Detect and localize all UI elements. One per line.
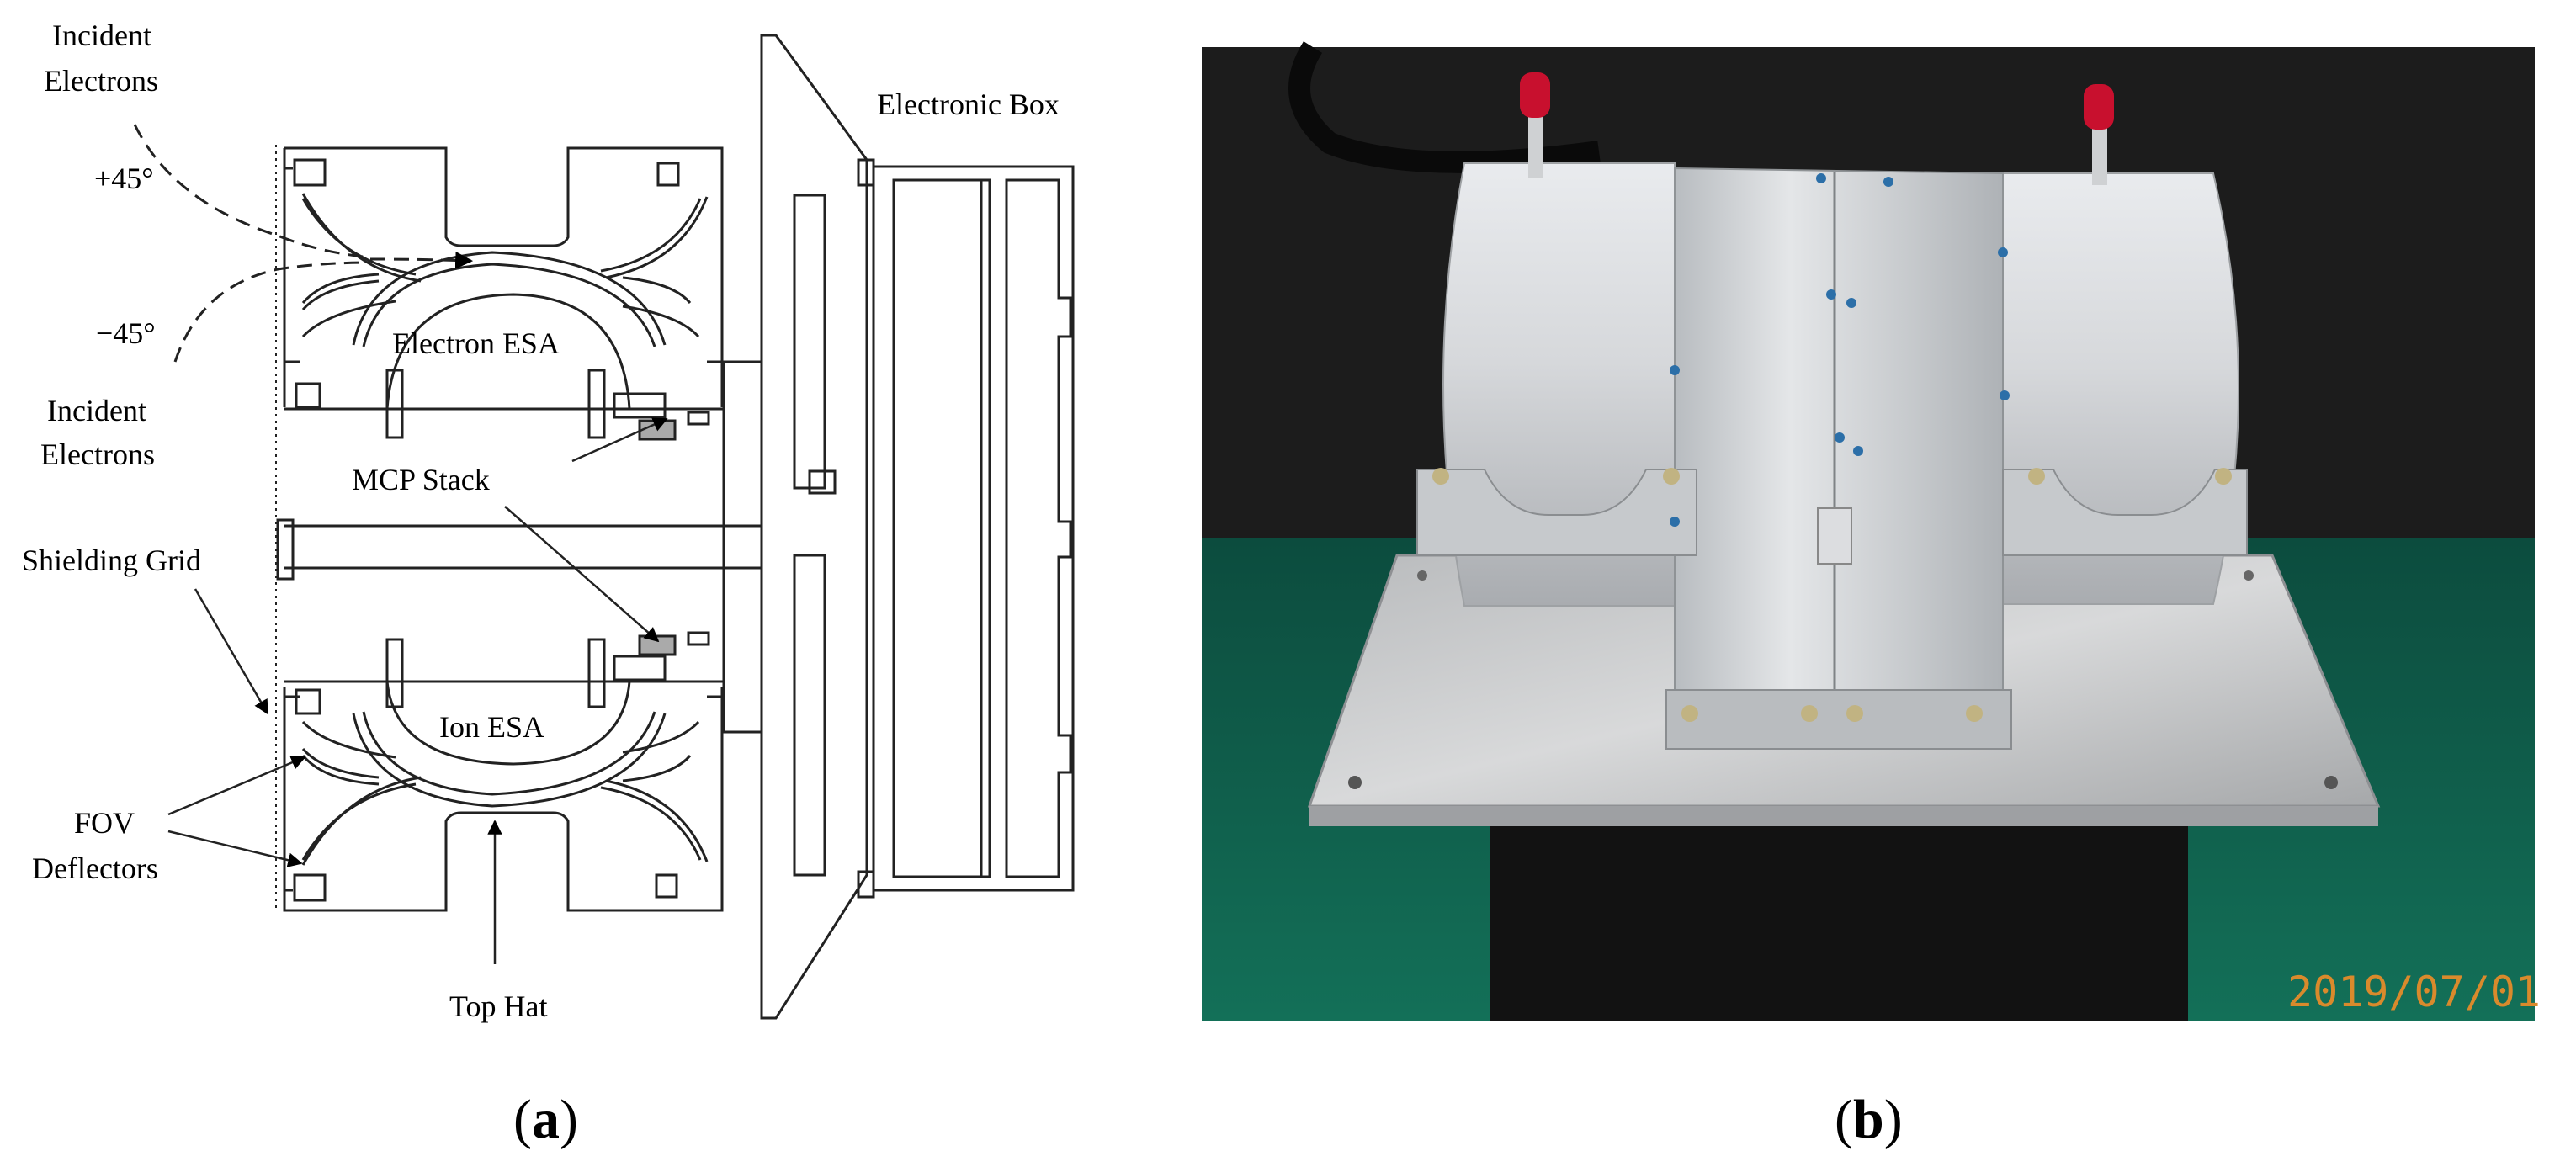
label-incident-electrons-top-2: Electrons xyxy=(44,64,158,98)
electronic-box-drawing xyxy=(793,158,1075,899)
label-fov-1: FOV xyxy=(74,806,135,840)
plate-front-edge xyxy=(1309,806,2378,826)
label-ion-esa: Ion ESA xyxy=(439,710,544,744)
plate-screw-3 xyxy=(1417,570,1427,581)
incident-electron-path-top xyxy=(133,124,371,259)
foot-screw-1 xyxy=(1681,705,1698,722)
label-electronic-box: Electronic Box xyxy=(877,88,1060,121)
caption-b: (b) xyxy=(1835,1089,1903,1150)
center-latch xyxy=(1817,507,1852,565)
panel-b-photo: 2019/07/01 xyxy=(1202,41,2541,1021)
incident-electron-path-bottom xyxy=(173,261,371,363)
foot-screw-2 xyxy=(1801,705,1818,722)
panel-a-diagram xyxy=(133,34,1075,1020)
clamp-screw-2 xyxy=(1663,468,1680,485)
fov-arrow-bottom xyxy=(167,830,303,867)
mcp-stack-arrow-bottom xyxy=(504,506,660,643)
panel-a-labels: Incident Electrons +45° −45° Incident El… xyxy=(22,19,1060,1023)
fov-arrow-top xyxy=(167,756,306,816)
plate-screw-4 xyxy=(2244,570,2254,581)
left-clamp xyxy=(1416,469,1697,556)
label-incident-electrons-bottom-1: Incident xyxy=(47,394,146,427)
foot-screw-3 xyxy=(1846,705,1863,722)
label-mcp-stack: MCP Stack xyxy=(352,463,490,496)
shielding-grid-arrow xyxy=(194,588,269,715)
date-stamp: 2019/07/01 xyxy=(2287,968,2541,1016)
label-shielding-grid: Shielding Grid xyxy=(22,544,201,577)
caption-a: (a) xyxy=(513,1089,578,1150)
mounting-plate xyxy=(760,34,868,1020)
housing-screws xyxy=(1670,173,2010,527)
label-electron-esa: Electron ESA xyxy=(392,326,560,360)
central-stem xyxy=(276,360,763,734)
middle-housing xyxy=(1674,167,2004,741)
cable-shape xyxy=(1288,41,1601,173)
label-incident-electrons-bottom-2: Electrons xyxy=(40,438,155,471)
clamp-screw-3 xyxy=(2028,468,2045,485)
right-clamp xyxy=(2002,469,2248,556)
housing-foot xyxy=(1665,689,2012,750)
right-nozzle-stem xyxy=(2092,126,2107,185)
plate-screw-2 xyxy=(2324,776,2338,789)
right-nozzle-cap xyxy=(2084,84,2114,130)
incident-electron-path-inner xyxy=(369,251,474,269)
label-plus-45: +45° xyxy=(94,162,154,195)
clamp-screw-4 xyxy=(2215,468,2232,485)
mcp-stack-arrow-top xyxy=(571,417,668,463)
label-minus-45: −45° xyxy=(96,316,156,350)
foot-screw-4 xyxy=(1966,705,1983,722)
plate-screw-1 xyxy=(1348,776,1362,789)
clamp-screw-1 xyxy=(1432,468,1449,485)
black-base-box xyxy=(1490,808,2188,1021)
left-nozzle-stem xyxy=(1528,113,1543,178)
label-incident-electrons-top-1: Incident xyxy=(52,19,151,52)
label-top-hat: Top Hat xyxy=(449,989,547,1023)
ion-analyzer-drawing xyxy=(283,631,724,912)
electron-analyzer-drawing xyxy=(283,146,724,441)
label-fov-2: Deflectors xyxy=(32,851,158,885)
left-nozzle-cap xyxy=(1520,72,1550,118)
